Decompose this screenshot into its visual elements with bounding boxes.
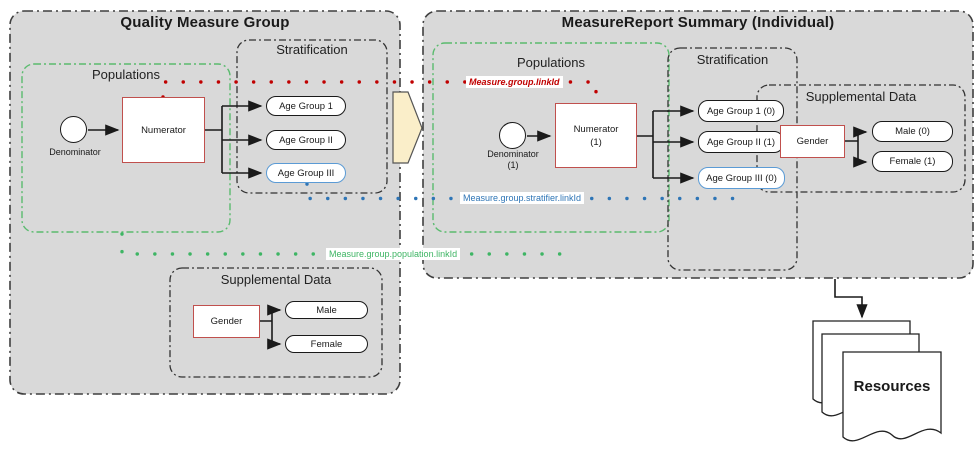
- left-stratification-label: Stratification: [276, 42, 348, 57]
- summary-to-resources-connector: [834, 279, 868, 319]
- left-female-pill: Female: [285, 335, 368, 353]
- left-gender-label: Gender: [210, 316, 243, 327]
- right-populations-group-box: [432, 42, 670, 233]
- right-numerator-box: Numerator (1): [555, 103, 637, 168]
- group-linkid-label: Measure.group.linkId: [466, 76, 563, 88]
- resource-document-front-icon: [842, 351, 942, 442]
- left-numerator-box: Numerator: [122, 97, 205, 163]
- right-populations-label: Populations: [517, 55, 585, 70]
- right-supplemental-label: Supplemental Data: [805, 89, 917, 104]
- left-male-pill: Male: [285, 301, 368, 319]
- right-numerator-count: (1): [590, 136, 602, 148]
- resources-label: Resources: [853, 378, 931, 395]
- left-age-group-1-pill: Age Group 1: [266, 96, 346, 116]
- right-numerator-branch-connector: [637, 111, 654, 178]
- right-male-pill: Male (0): [872, 121, 953, 142]
- right-numerator-text: Numerator: [573, 123, 619, 135]
- left-populations-group-box: [21, 63, 231, 233]
- left-supplemental-label: Supplemental Data: [220, 272, 332, 287]
- right-denominator-text: Denominator: [487, 149, 539, 159]
- right-denominator-circle: [499, 122, 526, 149]
- right-age-group-2-pill: Age Group II (1): [698, 131, 784, 153]
- right-gender-label: Gender: [796, 136, 829, 147]
- right-stratification-label: Stratification: [696, 52, 769, 67]
- left-age-group-3-pill: Age Group III: [266, 163, 346, 183]
- group-linkid-dotted-line: [161, 80, 598, 102]
- left-panel-title: Quality Measure Group: [120, 14, 290, 31]
- left-denominator-circle: [60, 116, 87, 143]
- right-denominator-count: (1): [507, 160, 519, 170]
- right-panel-title: MeasureReport Summary (Individual): [561, 14, 835, 31]
- population-linkid-label: Measure.group.population.linkId: [326, 248, 461, 260]
- left-populations-label: Populations: [92, 67, 160, 82]
- left-age-group-2-pill: Age Group II: [266, 130, 346, 150]
- left-stratification-group-box: [236, 39, 388, 194]
- left-supplemental-group-box: [169, 267, 383, 378]
- right-age-group-1-pill: Age Group 1 (0): [698, 100, 784, 122]
- stratifier-linkid-label: Measure.group.stratifier.linkId: [460, 192, 585, 204]
- right-denominator-label: Denominator (1): [468, 149, 558, 171]
- right-gender-box: Gender: [780, 125, 845, 158]
- left-denominator-label: Denominator: [49, 147, 101, 157]
- right-female-pill: Female (1): [872, 151, 953, 172]
- transform-arrow-icon: [392, 91, 423, 164]
- right-supplemental-group-box: [756, 84, 966, 193]
- right-stratification-group-box: [667, 47, 798, 271]
- left-gender-branch-connector: [260, 310, 273, 344]
- left-gender-box: Gender: [193, 305, 260, 338]
- right-age-group-3-pill: Age Group III (0): [698, 167, 785, 189]
- left-numerator-label: Numerator: [141, 124, 186, 136]
